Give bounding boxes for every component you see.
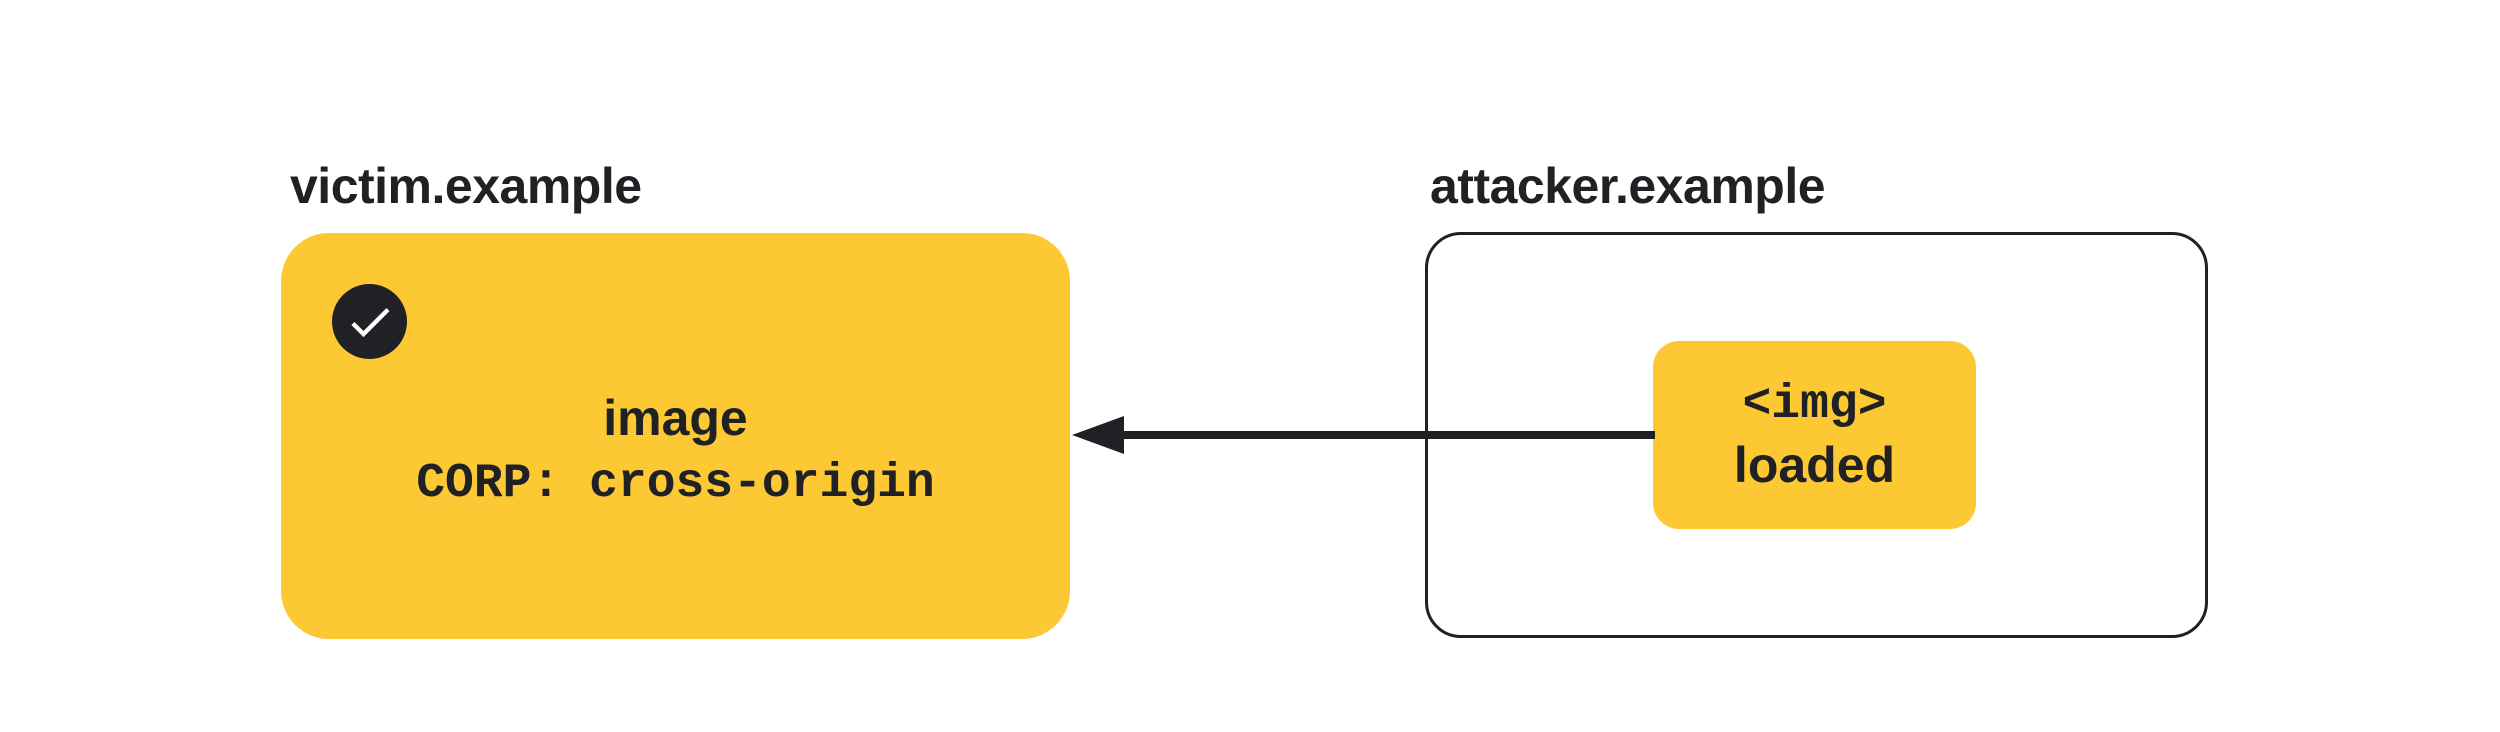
attacker-page-box: <img> loaded — [1425, 232, 2208, 638]
arrowhead-left-icon — [1072, 416, 1124, 454]
victim-corp-policy-label: CORP: cross-origin — [416, 457, 935, 511]
img-tag-label: <img> — [1742, 378, 1887, 432]
check-icon — [332, 284, 407, 359]
request-arrow-line — [1115, 431, 1655, 439]
loaded-status-label: loaded — [1733, 437, 1896, 493]
attacker-domain-label: attacker.example — [1430, 158, 1826, 214]
victim-box-text: image CORP: cross-origin — [281, 385, 1070, 517]
img-loaded-chip: <img> loaded — [1653, 341, 1976, 529]
victim-resource-box: image CORP: cross-origin — [281, 233, 1070, 639]
victim-resource-label: image — [603, 390, 748, 446]
victim-domain-label: victim.example — [290, 158, 642, 214]
